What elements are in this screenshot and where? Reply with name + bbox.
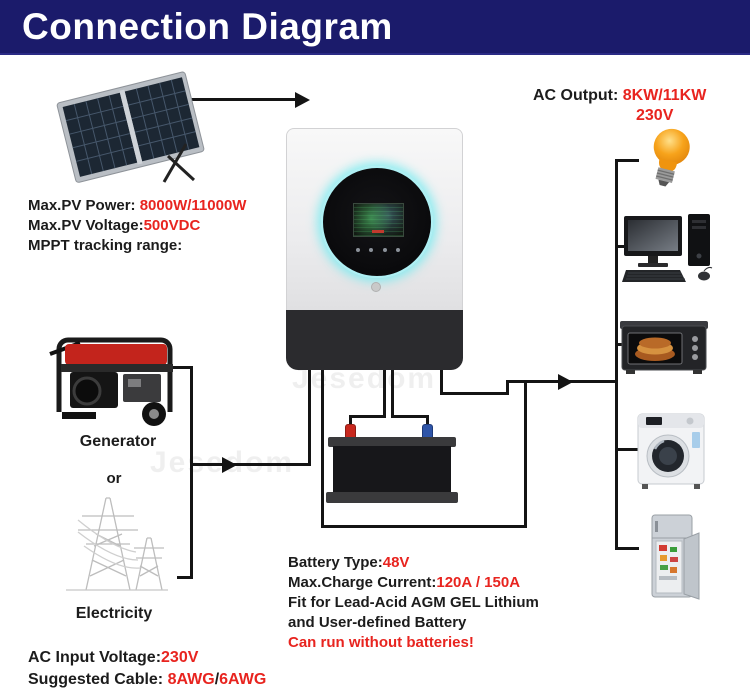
wire-ac-out-drop [440,370,443,395]
mppt-label: MPPT tracking range: [28,237,183,254]
pv-power-label: Max.PV Power: [28,197,140,214]
ac-output-label: AC Output: [533,87,623,104]
battery-type-label: Battery Type: [288,554,383,571]
wire-ac-input-line [190,463,311,466]
cable-value-1: 8AWG [167,671,215,688]
wire-bulb-stub [615,159,639,162]
electricity-pylon-icon [48,486,176,598]
wire-fridge-stub [615,547,639,550]
wire-battery-neg-down [426,415,429,428]
wire-bypass-horizontal [321,525,527,528]
pv-info-text: Max.PV Power: 8000W/11000W Max.PV Voltag… [28,196,246,256]
desktop-computer-icon [622,212,724,284]
ac-input-voltage-value: 230V [161,649,199,666]
electricity-label: Electricity [75,605,153,622]
suggested-cable-line: Suggested Cable: 8AWG/6AWG [28,669,266,691]
header-banner: Connection Diagram [0,0,750,55]
pv-power-value: 8000W/11000W [139,197,247,214]
cable-separator: / [214,671,220,688]
battery-type-line: Battery Type:48V [288,553,539,573]
battery-top-rim [328,437,456,447]
wire-battery-pos-down [349,415,352,428]
inverter-display-ring [321,166,433,278]
wire-electricity-stub [177,576,193,579]
wire-source-bus [190,366,193,579]
battery-fit-line1: Fit for Lead-Acid AGM GEL Lithium [288,594,539,611]
battery-fit-line2: and User-defined Battery [288,614,467,631]
lcd-red-indicator [372,230,384,233]
wire-pv-to-inverter [176,98,298,101]
pv-voltage-line: Max.PV Voltage:500VDC [28,216,246,236]
light-bulb-icon [640,124,702,192]
pv-power-line: Max.PV Power: 8000W/11000W [28,196,246,216]
wire-generator-stub [165,366,193,369]
pv-voltage-label: Max.PV Voltage: [28,217,144,234]
wire-ac-input-riser [308,370,311,466]
battery-type-value: 48V [382,554,410,571]
inverter-touch-buttons [356,248,400,252]
battery-info-text: Battery Type:48V Max.Charge Current:120A… [288,553,539,653]
ac-output-text: AC Output: 8KW/11KW 230V [533,86,706,126]
arrow-right-icon [295,92,310,108]
or-label: or [106,470,122,487]
battery-icon [326,420,458,505]
arrow-right-icon [558,374,573,390]
touch-button [382,248,387,252]
wire-battery-neg-drop [391,370,394,418]
inverter-bottom-panel [286,310,463,370]
pv-voltage-value: 500VDC [143,217,201,234]
electric-oven-icon [618,316,714,376]
washing-machine-icon [634,412,708,490]
wire-battery-pos-horizontal [349,415,386,418]
wire-bypass-riser [524,383,527,528]
mppt-line: MPPT tracking range: [28,236,246,256]
wire-battery-pos-drop [383,370,386,418]
arrow-right-icon [222,457,237,473]
battery-base [326,492,458,503]
suggested-cable-label: Suggested Cable: [28,671,168,688]
watermark: Jesedom [150,446,295,479]
ac-input-text: AC Input Voltage:230V Suggested Cable: 8… [28,647,266,691]
generator-label: Generator [79,433,157,450]
wire-ac-out-riser [506,381,509,395]
charge-current-value: 120A / 150A [436,574,521,591]
wire-ac-out-horizontal [440,392,509,395]
hybrid-inverter [286,128,463,370]
ac-output-voltage-line: 230V [533,106,706,126]
battery-body [333,446,451,493]
wire-battery-neg-horizontal [391,415,429,418]
wire-washer-stub [615,448,639,451]
ac-input-voltage-line: AC Input Voltage:230V [28,647,266,669]
inverter-logo-dot [371,282,381,292]
ac-output-value: 8KW/11KW [622,87,707,104]
touch-button [395,248,400,252]
page-title: Connection Diagram [22,5,393,47]
charge-current-label: Max.Charge Current: [288,574,437,591]
refrigerator-icon [642,510,708,602]
solar-panel-icon [52,64,210,186]
ac-input-voltage-label: AC Input Voltage: [28,649,162,666]
wire-bypass-drop [321,370,324,528]
ac-output-voltage: 230V [636,107,674,124]
touch-button [356,248,360,252]
generator-icon [48,324,190,428]
cable-value-2: 6AWG [219,671,267,688]
ac-output-line: AC Output: 8KW/11KW [533,86,706,106]
touch-button [369,248,374,252]
wire-appliance-bus [615,159,618,550]
no-battery-note: Can run without batteries! [288,634,474,651]
inverter-lcd-screen [353,203,404,237]
charge-current-line: Max.Charge Current:120A / 150A [288,573,539,593]
